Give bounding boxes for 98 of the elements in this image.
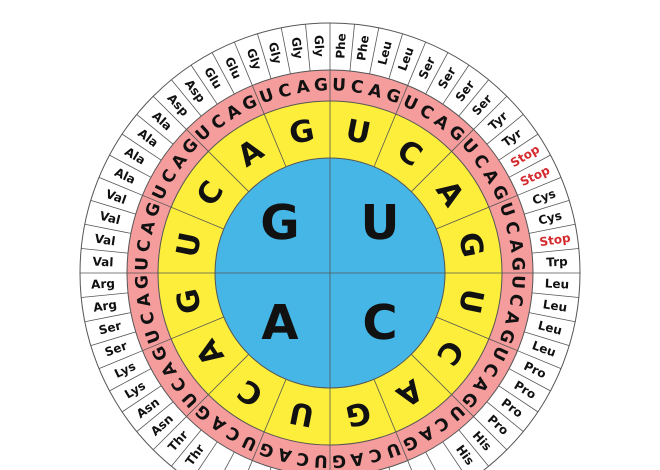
base-letter: C [431,412,452,434]
base-letter: G [453,230,488,260]
base-letter: C [350,78,365,98]
base-letter: A [136,292,154,308]
base-letter: U [343,116,373,150]
base-letter: A [366,82,384,102]
base-letter: C [392,136,427,173]
amino-acid-label: Ser [104,340,129,359]
amino-acid-label: Gly [244,46,263,72]
amino-acid-label: Leu [544,278,570,291]
base-letter: A [208,412,229,434]
base-letter: A [276,444,294,464]
base-letter: G [144,200,164,220]
base-letter: A [169,151,191,172]
quadrant-letter: G [260,199,300,247]
base-letter: C [367,444,384,464]
base-letter: U [258,86,276,108]
amino-acid-label: Lys [112,360,138,380]
quadrant-letter: A [261,299,299,347]
base-letter: G [384,86,402,108]
amino-acid-label: Val [98,209,122,226]
base-letter: G [313,77,328,96]
amino-acid-label: Leu [376,40,394,66]
base-letter: U [488,343,510,363]
base-letter: C [192,176,230,212]
base-letter: A [391,372,428,411]
amino-acid-label: Cys [530,186,557,206]
amino-acid-label: Arg [92,298,118,314]
base-letter: A [502,310,522,327]
amino-acid-label: Ala [112,166,138,186]
amino-acid-label: Phe [356,34,372,62]
amino-acid-label: Gly [266,40,284,65]
base-letter: U [400,93,420,115]
amino-acid-label: Glu [222,55,244,81]
base-letter: U [453,286,488,316]
base-letter: U [150,183,172,203]
quadrant-letter: C [362,299,398,347]
base-letter: G [287,116,318,150]
base-letter: G [400,431,420,453]
base-letter: G [258,438,276,460]
amino-acid-label: Gly [312,35,326,58]
quadrant-letter: U [360,199,400,247]
amino-acid-label: Val [92,255,114,268]
amino-acid-label: Pro [522,360,548,380]
base-letter: U [332,77,346,96]
amino-acid-label: Cys [537,209,564,227]
base-letter: C [138,310,158,327]
base-letter: A [431,112,452,134]
amino-acid-label: Val [104,187,128,206]
amino-acid-label: Leu [530,340,558,360]
base-letter: U [287,396,317,430]
amino-acid-label: Arg [91,278,116,291]
base-letter: G [508,256,526,272]
base-letter: C [169,374,190,394]
amino-acid-label: Leu [536,319,564,337]
amino-acid-label: Thr [183,442,206,468]
base-letter: A [294,78,310,98]
amino-acid-label: Stop [518,164,552,188]
amino-acid-label: Ser [97,320,122,337]
base-letter: G [172,286,207,316]
base-letter: A [506,238,524,254]
base-letter: C [276,82,293,102]
base-letter: A [138,219,158,236]
base-letter: G [332,450,347,469]
base-letter: A [232,135,269,174]
base-letter: C [502,219,522,236]
amino-acid-label: Leu [396,46,416,73]
amino-acid-label: Tyr [500,126,524,149]
base-letter: U [496,200,516,220]
amino-acid-label: Trp [546,255,568,268]
base-letter: U [384,438,402,460]
base-letter: U [508,274,526,290]
base-letter: G [342,396,373,430]
base-letter: U [134,256,152,272]
base-letter: C [295,448,310,468]
amino-acid-label: Leu [542,298,568,314]
base-letter: A [192,334,230,370]
base-letter: A [430,176,468,212]
base-letter: U [172,230,207,260]
base-letter: C [208,112,229,134]
base-letter: C [233,373,268,410]
base-letter: G [496,326,516,346]
amino-acid-label: Val [94,232,117,248]
base-letter: U [240,431,260,453]
base-letter: C [506,293,524,308]
base-letter: A [469,374,491,395]
amino-acid-label: Gly [289,36,304,60]
base-letter: G [134,274,152,290]
amino-acid-label: Phe [334,33,348,60]
base-letter: C [430,334,468,370]
base-letter: C [136,238,154,253]
base-letter: U [314,450,328,469]
amino-acid-label: Ser [416,54,438,81]
base-letter: U [144,326,164,346]
base-letter: G [240,93,260,115]
base-letter: C [470,152,491,172]
base-letter: A [350,448,366,468]
amino-acid-label: Stop [538,231,571,248]
